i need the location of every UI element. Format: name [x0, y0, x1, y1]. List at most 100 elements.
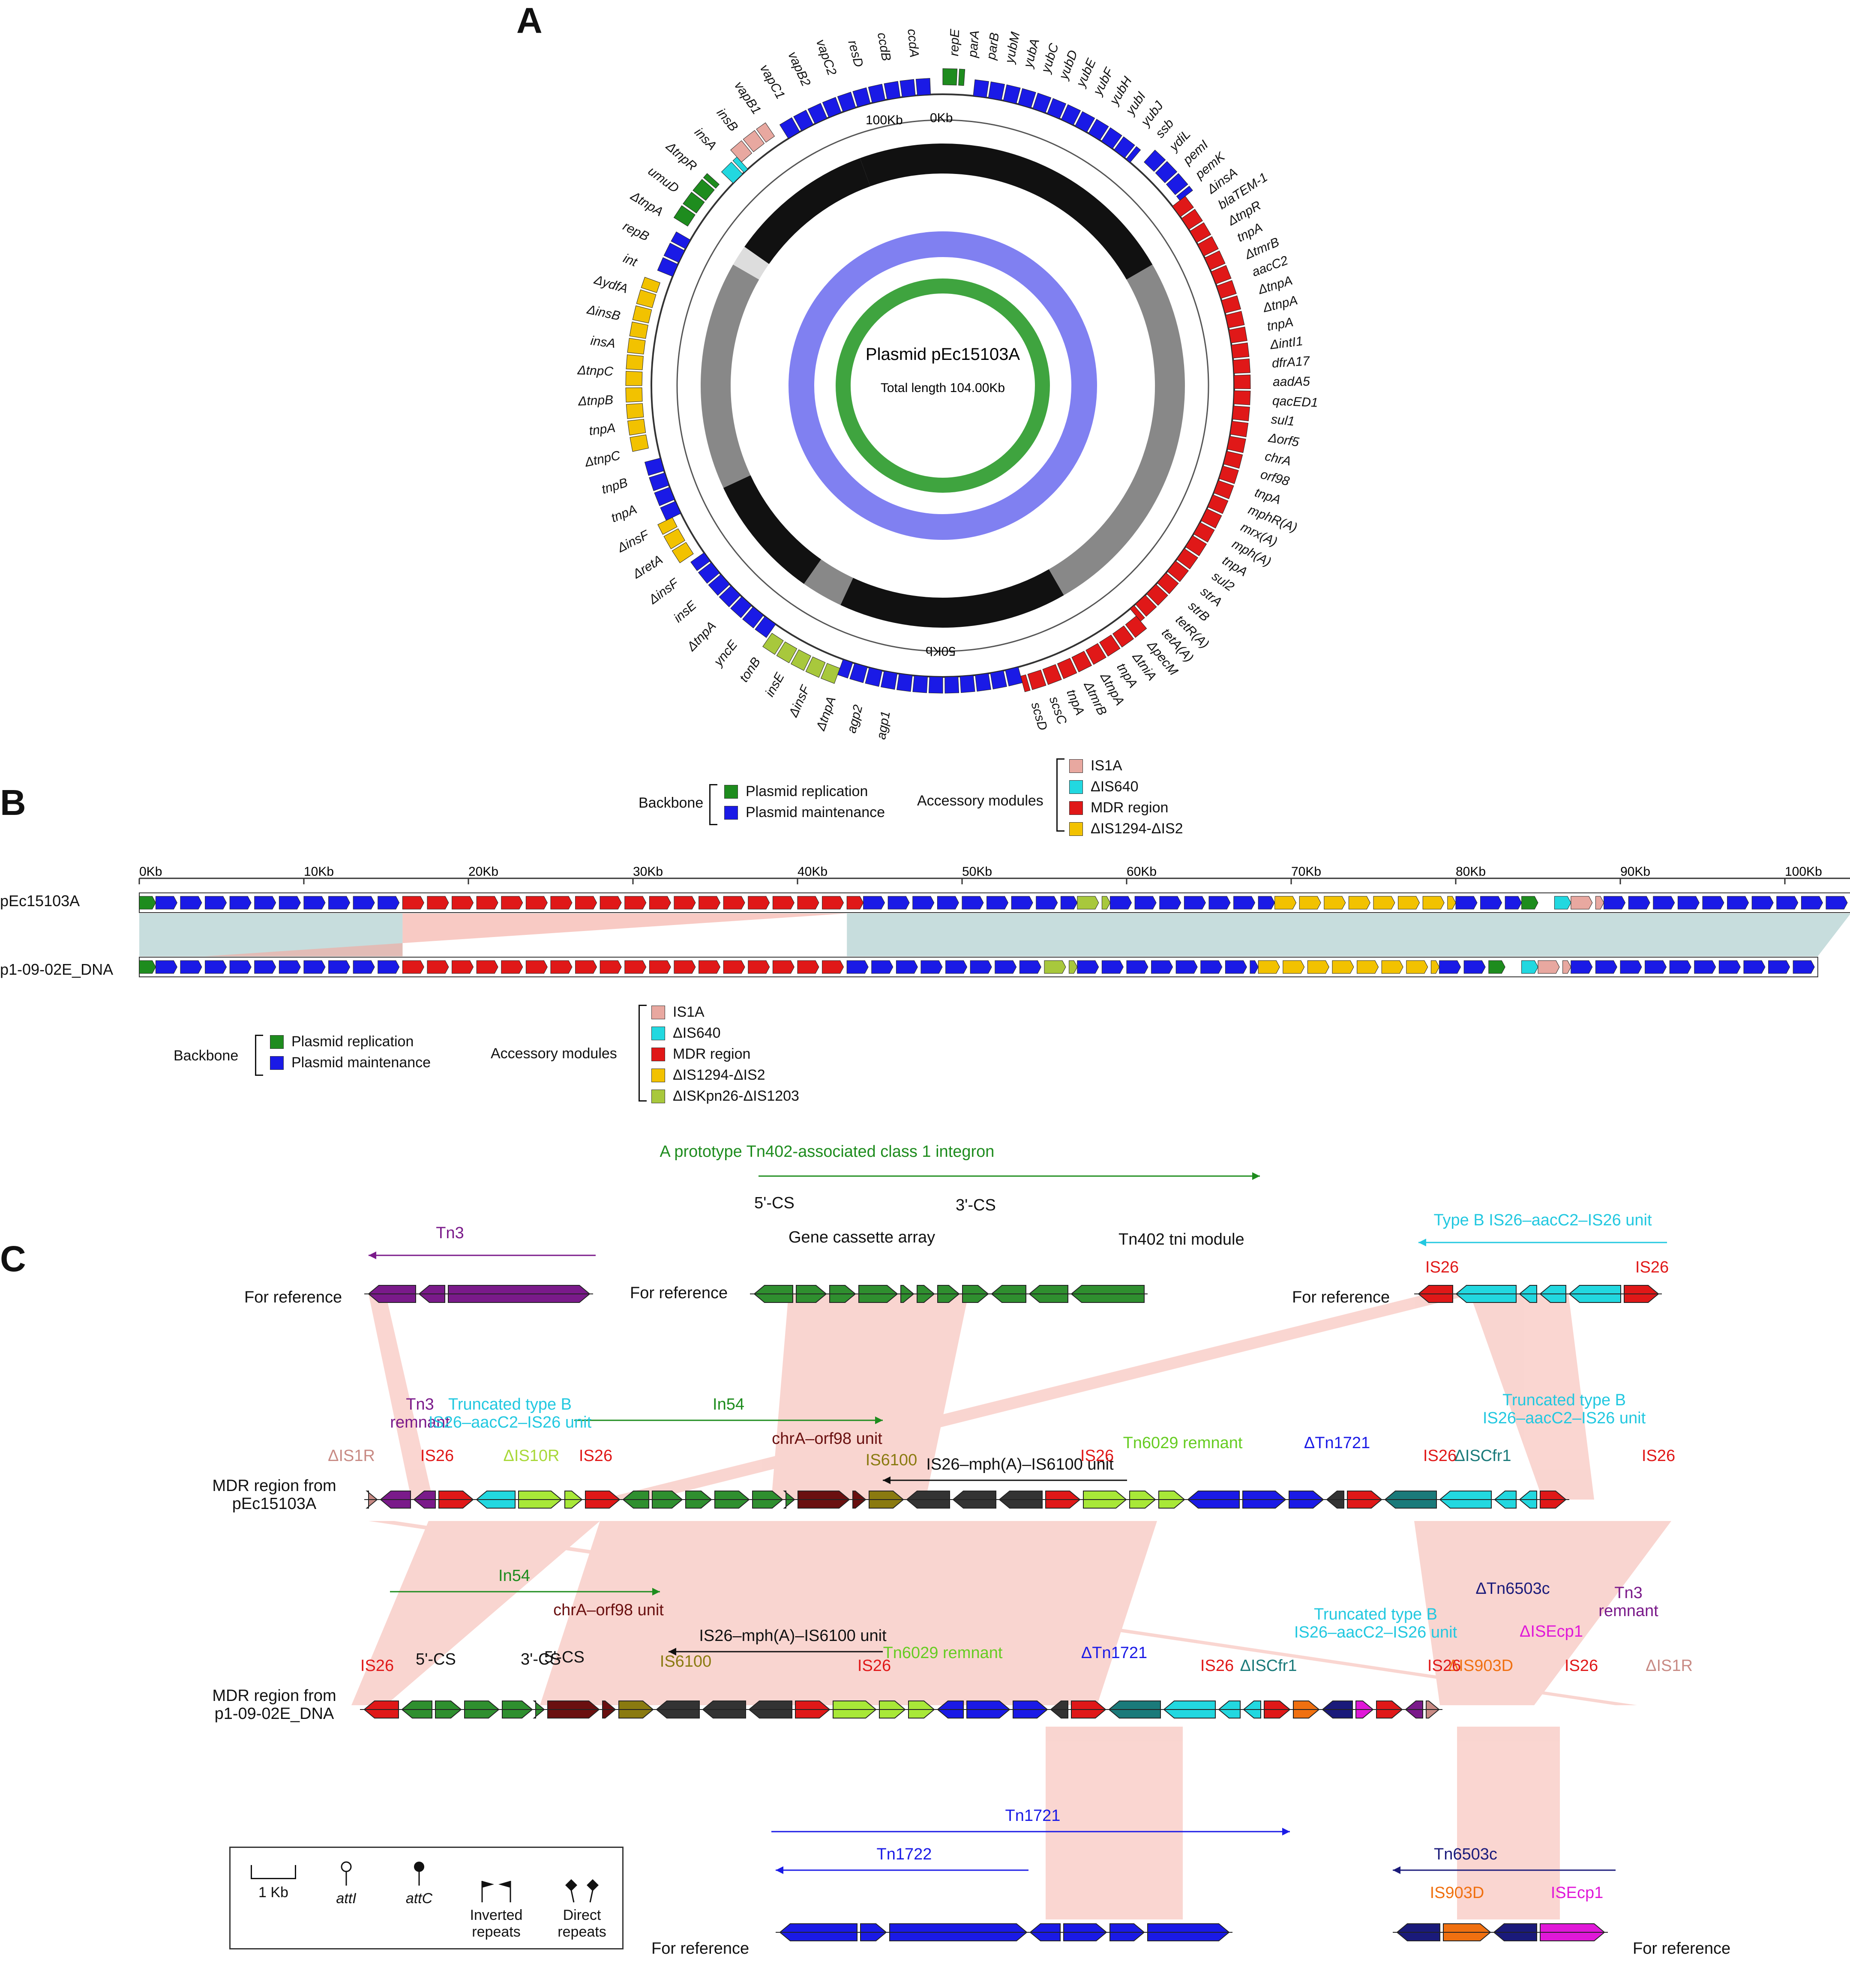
legend-swatch: [1069, 801, 1083, 815]
legend-label: IS1A: [1091, 757, 1122, 774]
gene-block: [1166, 173, 1188, 195]
gene-arrow: [888, 896, 910, 910]
legend-swatch: [1069, 780, 1083, 794]
legend-label: ΔIS640: [673, 1025, 721, 1041]
span-arrowhead: [776, 1866, 783, 1874]
tn3-label: Tn3: [436, 1224, 464, 1242]
legend-item: IS1A: [1069, 757, 1183, 774]
legend-swatch: [651, 1005, 665, 1019]
legend-item: MDR region: [651, 1046, 799, 1063]
gene-arrow: [229, 960, 252, 974]
truncated-type-b-label: Truncated type B: [1502, 1391, 1626, 1409]
gene-arrow: [1727, 896, 1749, 910]
legend-top-accessory-label: Accessory modules: [917, 793, 1043, 809]
gene-ring: [625, 68, 1251, 694]
gene-arrow: [1554, 896, 1571, 910]
gene-arrow: [1439, 960, 1461, 974]
gene-block: [657, 257, 678, 277]
gene-block: [881, 671, 898, 690]
truncated-type-b-label: IS26–aacC2–IS26 unit: [1483, 1409, 1646, 1427]
legend-label: ΔIS640: [1091, 778, 1139, 795]
gene-block: [1176, 548, 1198, 569]
gene-block: [990, 670, 1007, 689]
gene-block: [626, 403, 644, 419]
gene-block: [1216, 280, 1237, 299]
legend-label: ΔISKpn26-ΔIS1203: [673, 1088, 799, 1104]
gene-block: [1229, 421, 1249, 437]
gene-arrow: [846, 960, 869, 974]
dtn1721-label: ΔTn1721: [1304, 1434, 1370, 1452]
gene-block: [1207, 494, 1229, 514]
diagram-label: 5'-CS: [544, 1648, 585, 1666]
gene-arrow: [1604, 896, 1626, 910]
diagram-label: For reference: [244, 1288, 342, 1306]
gene-arrow: [1743, 960, 1766, 974]
gene-arrow: [723, 960, 745, 974]
gene-arrow: [1126, 960, 1148, 974]
diagram-label: 5'-CS: [754, 1194, 795, 1212]
gene-block: [629, 321, 648, 339]
span-arrowhead: [1252, 1172, 1260, 1180]
panel-letter-b: B: [0, 782, 26, 823]
gene-arrow: [1332, 960, 1354, 974]
is26-label: IS26: [1635, 1258, 1669, 1276]
dis903d-label: ΔIS903D: [1448, 1657, 1513, 1675]
truncated-type-b-label: IS26–aacC2–IS26 unit: [429, 1413, 592, 1431]
gene-arrow: [1283, 960, 1305, 974]
gene-arrow: [1110, 896, 1132, 910]
truncated-type-b-label: Truncated type B: [1314, 1605, 1437, 1623]
gene-arrow: [1488, 960, 1505, 974]
gene-arrow: [205, 960, 227, 974]
gene-arrow: [1398, 896, 1420, 910]
span-arrowhead: [1393, 1866, 1400, 1874]
gene-arrow: [1324, 896, 1346, 910]
gc-content-ring: [789, 231, 1097, 540]
gene-block: [625, 371, 643, 386]
gene-arrow: [476, 896, 498, 910]
is26-label: IS26: [858, 1657, 891, 1675]
gene-arrow: [1562, 960, 1571, 974]
gene-arrow: [353, 960, 375, 974]
gene-block: [708, 574, 730, 596]
gene-block: [663, 243, 685, 263]
gene-arrow: [1505, 896, 1522, 910]
gene-arrow: [525, 960, 548, 974]
gene-block: [1057, 658, 1077, 679]
truncated-type-b-label: Truncated type B: [448, 1395, 572, 1413]
gene-arrow: [402, 960, 424, 974]
gc-segment: [1049, 264, 1185, 596]
diagram-label: 3'-CS: [956, 1196, 996, 1214]
legend-label: Plasmid maintenance: [746, 804, 885, 820]
scale-label: 20Kb: [468, 865, 498, 879]
gene-arrow: [427, 960, 449, 974]
gene-arrow: [1653, 896, 1675, 910]
mdr2-label: MDR region from: [212, 1687, 336, 1705]
gene-arrow: [1036, 896, 1058, 910]
gene-arrow: [254, 896, 276, 910]
gene-block: [1176, 186, 1193, 201]
gene-arrow: [649, 960, 671, 974]
legend-item: ΔIS640: [651, 1025, 799, 1042]
legend-item: Plasmid replication: [270, 1033, 431, 1050]
gene-block: [1225, 311, 1245, 329]
gene-block: [928, 676, 943, 694]
gc-ring: [701, 144, 1185, 628]
gene-block: [958, 69, 965, 86]
gene-arrow: [937, 896, 959, 910]
gene-block: [942, 68, 958, 86]
gc-skew-inner: [851, 293, 1035, 478]
gene-block: [721, 162, 743, 184]
gene-arrow: [575, 896, 597, 910]
diagram-label: Gene cassette array: [789, 1228, 935, 1246]
gene-arrow: [1694, 960, 1716, 974]
gene-arrow: [846, 896, 864, 910]
gene-arrow: [1702, 896, 1724, 910]
is26-label: IS26: [360, 1657, 394, 1675]
gene-arrow: [427, 896, 449, 910]
tn3-remnant-label: Tn3: [406, 1395, 434, 1413]
gene-label: repE: [947, 29, 962, 57]
gene-arrow: [772, 960, 795, 974]
gene-arrow: [1233, 896, 1256, 910]
